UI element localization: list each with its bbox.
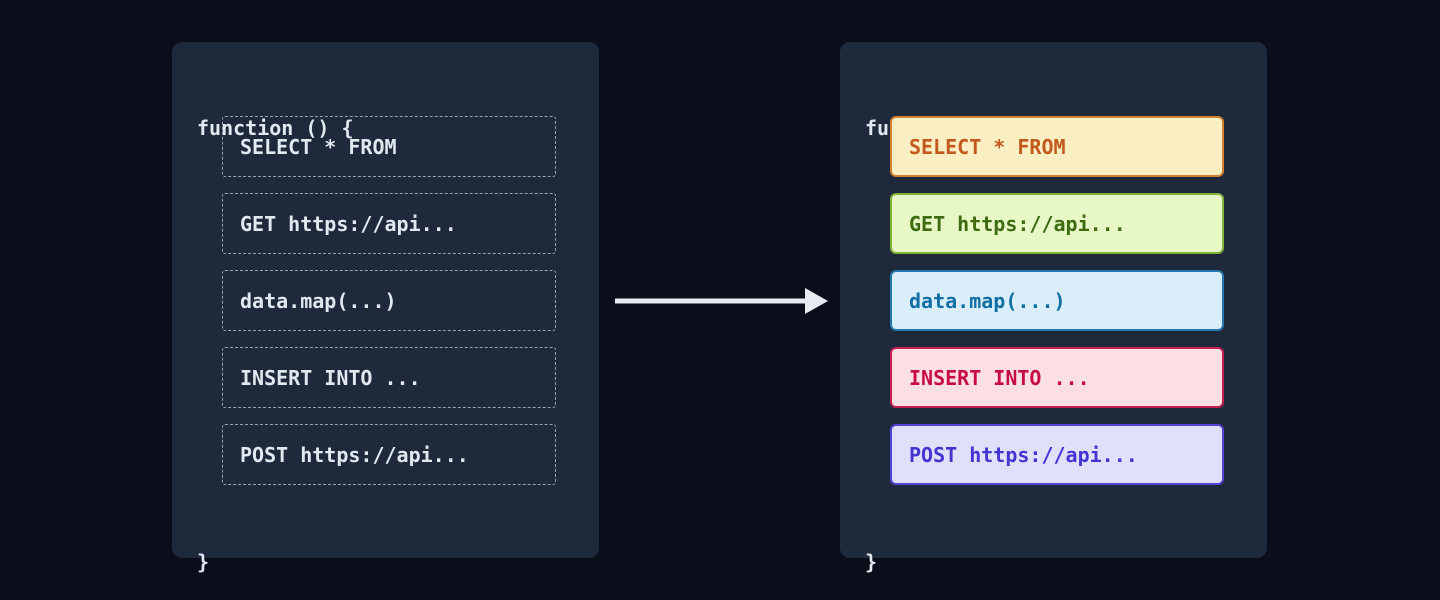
source-code-panel: function () { SELECT * FROM GET https://a…	[172, 42, 599, 574]
code-block-list-plain: SELECT * FROM GET https://api... data.map(…	[222, 116, 556, 485]
code-block: GET https://api...	[222, 193, 556, 254]
code-block-list-highlighted: SELECT * FROM GET https://api... data.map(…	[890, 116, 1224, 485]
code-block: data.map(...)	[890, 270, 1224, 331]
right-arrow-icon	[615, 288, 828, 314]
code-block: GET https://api...	[890, 193, 1224, 254]
code-block: SELECT * FROM	[890, 116, 1224, 177]
function-close-line: }	[865, 550, 878, 574]
code-block: INSERT INTO ...	[890, 347, 1224, 408]
code-block: POST https://api...	[890, 424, 1224, 485]
code-block: INSERT INTO ...	[222, 347, 556, 408]
function-close-line: }	[197, 550, 210, 574]
function-open-line: function () {	[197, 116, 354, 140]
code-block: data.map(...)	[222, 270, 556, 331]
code-block: SELECT * FROM	[222, 116, 556, 177]
transform-arrow	[612, 279, 828, 323]
code-block: POST https://api...	[222, 424, 556, 485]
